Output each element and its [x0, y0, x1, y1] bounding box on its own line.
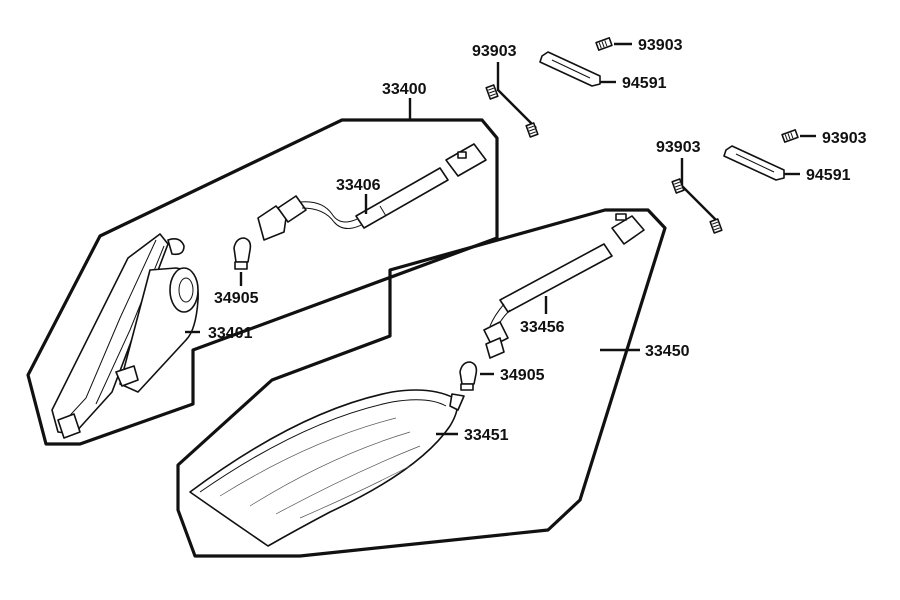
screw-pair-top	[485, 62, 539, 138]
label-screw-3: 93903	[656, 139, 701, 156]
bulb-right-part	[459, 361, 478, 391]
label-screw-4: 93903	[822, 130, 867, 147]
label-screw-2: 93903	[638, 37, 683, 54]
lens-right-part	[189, 389, 465, 547]
label-bulb-right: 34905	[500, 367, 545, 384]
label-plate-1: 94591	[622, 75, 667, 92]
plate-lower	[723, 145, 785, 181]
screw-single-top	[595, 37, 613, 51]
harness-left-part	[257, 143, 487, 241]
label-housing-left: 33401	[208, 325, 253, 342]
label-kit-right: 33450	[645, 343, 690, 360]
label-kit-left: 33400	[382, 81, 427, 98]
label-bulb-left: 34905	[214, 290, 259, 307]
label-lens-right: 33451	[464, 427, 509, 444]
label-screw-1: 93903	[472, 43, 517, 60]
harness-right-part	[483, 213, 645, 359]
plate-top	[539, 51, 601, 87]
label-harness-right: 33456	[520, 319, 565, 336]
screw-single-lower	[781, 129, 799, 143]
screw-pair-lower	[671, 158, 723, 234]
label-plate-2: 94591	[806, 167, 851, 184]
kit-outline-left	[26, 118, 499, 446]
housing-left-part	[51, 233, 199, 439]
bulb-left-part	[233, 237, 252, 270]
kit-outline-right	[176, 208, 667, 558]
label-harness-left: 33406	[336, 177, 381, 194]
